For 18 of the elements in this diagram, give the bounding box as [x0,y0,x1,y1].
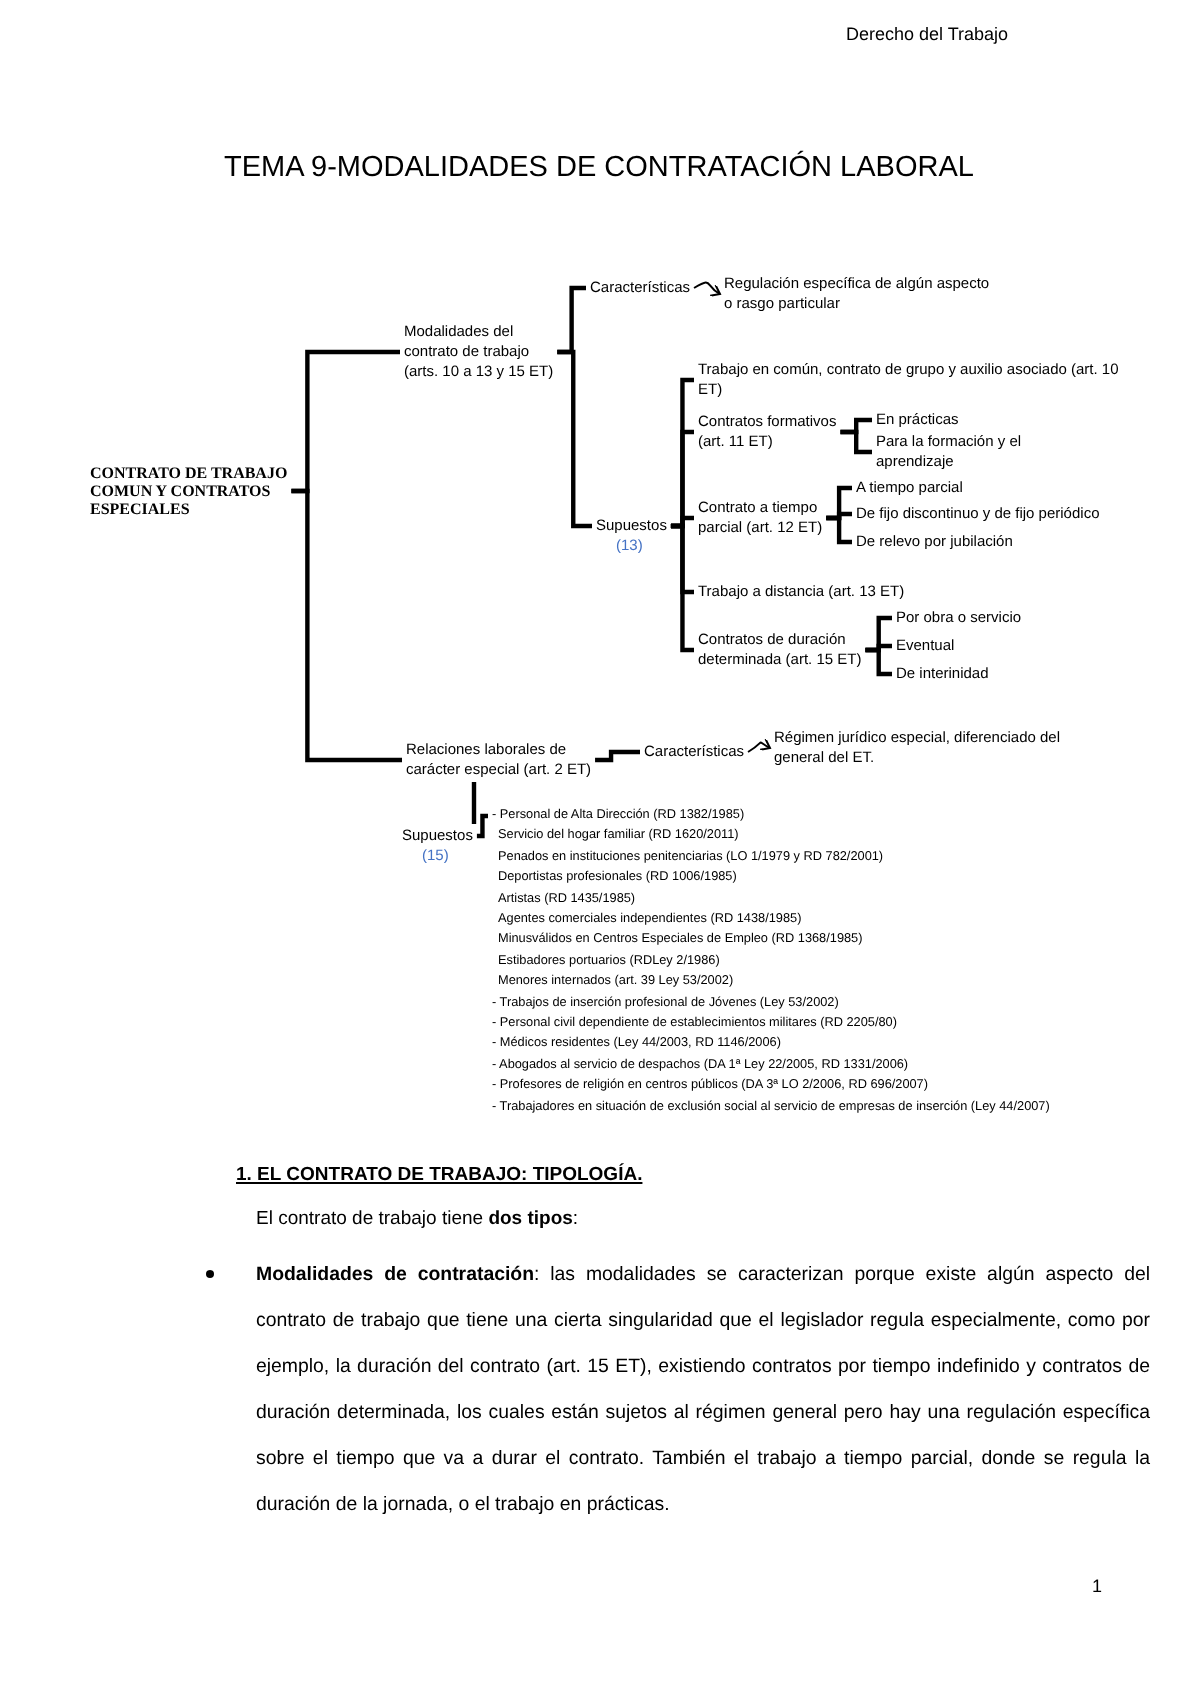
connector-line [476,813,488,839]
section-heading: 1. EL CONTRATO DE TRABAJO: TIPOLOGÍA. [236,1164,643,1186]
connector-line [670,523,694,653]
connector-line [826,515,852,545]
page-title: TEMA 9-MODALIDADES DE CONTRATACIÓN LABORAL [222,152,976,184]
connector-line [865,647,892,677]
connector-line [840,429,872,455]
paragraph: El contrato de trabajo tiene dos tipos: [256,1208,579,1230]
arrow [747,737,771,753]
page-number: 1 [1092,1576,1103,1596]
tree-label: CONTRATO DE TRABAJO COMUN Y CONTRATOS ESPECIALES [90,464,310,518]
page-header: Derecho del Trabajo [846,24,1009,44]
connector-line [291,488,402,763]
connector-line [595,749,640,763]
arrow [693,281,721,297]
connector-line [471,782,477,824]
connector-line [557,349,592,529]
paragraph: Modalidades de contratación: las modalidades se caracterizan porque existe algún aspecto del contrato de trabajo que tiene una cierta singularidad que el legislador regula especialmente, como por ejemplo, la duración del contrato (art. 15 ET), existiendo contratos por tiempo indefinido y contratos de duración determinada, los cuales están sujetos al régimen general pero hay una regulación específica sobre el tiempo que va a durar el contrato. También el trabajo a tiempo parcial, donde se regula la duración de la jornada, o el trabajo en prácticas. [256,1262,1150,1520]
